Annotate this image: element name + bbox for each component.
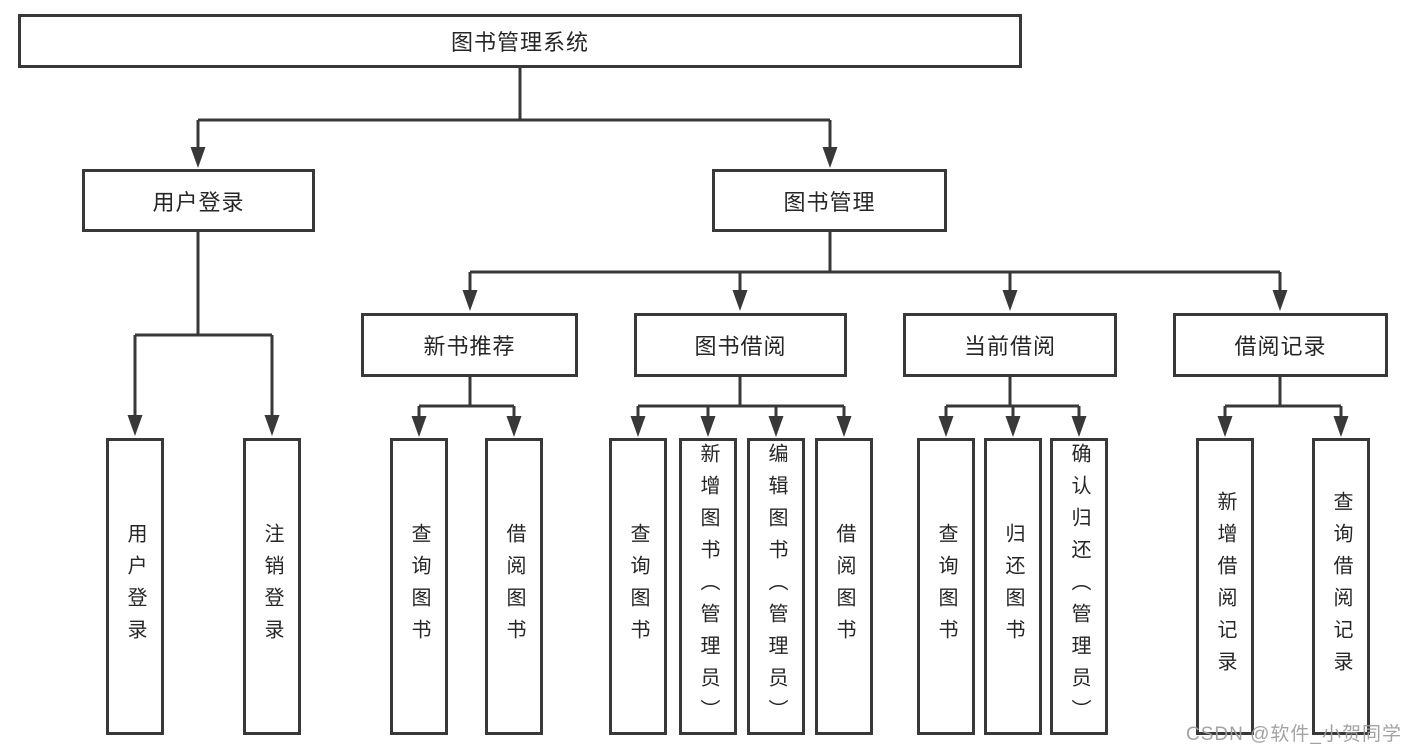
node-label: 查询图书	[627, 522, 649, 651]
leaf-logout: 注销登录	[243, 438, 301, 735]
arrow-down-icon	[768, 416, 784, 437]
leaf-query-books-borrow: 查询图书	[609, 438, 667, 735]
leaf-add-borrow-record: 新增借阅记录	[1196, 438, 1254, 735]
leaf-add-books-admin: 新增图书（管理员）	[679, 438, 737, 735]
node-label: 图书管理系统	[450, 30, 589, 55]
arrow-down-icon	[1005, 416, 1021, 437]
leaf-edit-books-admin: 编辑图书（管理员）	[747, 438, 805, 735]
arrow-down-icon	[938, 416, 954, 437]
node-new-book-recommend: 新书推荐	[361, 313, 578, 377]
arrow-down-icon	[462, 290, 478, 311]
leaf-borrow-books: 借阅图书	[815, 438, 873, 735]
node-label: 新书推荐	[423, 334, 516, 359]
arrow-down-icon	[506, 416, 522, 437]
leaf-query-books-recommend: 查询图书	[390, 438, 448, 735]
node-label: 归还图书	[1002, 522, 1024, 651]
arrow-down-icon	[127, 415, 143, 436]
leaf-user-login: 用户登录	[106, 438, 164, 735]
node-label: 用户登录	[124, 522, 146, 651]
node-user-login-branch: 用户登录	[82, 169, 315, 232]
node-label: 用户登录	[152, 189, 245, 215]
node-label: 编辑图书（管理员）	[765, 442, 787, 731]
arrow-down-icon	[1071, 416, 1087, 437]
node-label: 借阅图书	[503, 522, 525, 651]
node-label: 确认归还（管理员）	[1068, 442, 1090, 731]
arrow-down-icon	[700, 416, 716, 437]
arrow-down-icon	[732, 290, 748, 311]
node-book-management-branch: 图书管理	[712, 169, 947, 232]
node-label: 查询图书	[935, 522, 957, 651]
node-label: 当前借阅	[963, 334, 1056, 359]
node-label: 借阅图书	[833, 522, 855, 651]
csdn-watermark: CSDN @软件_小贺同学	[1186, 724, 1402, 745]
arrow-down-icon	[630, 416, 646, 437]
leaf-borrow-books-recommend: 借阅图书	[485, 438, 543, 735]
arrow-down-icon	[1217, 416, 1233, 437]
node-book-borrowing: 图书借阅	[634, 313, 847, 377]
leaf-confirm-return-admin: 确认归还（管理员）	[1050, 438, 1108, 735]
node-root-system: 图书管理系统	[18, 14, 1022, 68]
node-label: 图书借阅	[694, 334, 787, 359]
node-label: 注销登录	[261, 522, 283, 651]
node-label: 图书管理	[783, 189, 876, 215]
arrow-down-icon	[1272, 290, 1288, 311]
node-label: 查询借阅记录	[1330, 490, 1352, 683]
node-borrowing-records: 借阅记录	[1173, 313, 1388, 377]
leaf-query-books-current: 查询图书	[917, 438, 975, 735]
arrow-down-icon	[836, 416, 852, 437]
arrow-down-icon	[264, 415, 280, 436]
node-label: 借阅记录	[1234, 334, 1327, 359]
arrow-down-icon	[822, 147, 838, 168]
leaf-query-borrow-record: 查询借阅记录	[1312, 438, 1370, 735]
arrow-down-icon	[1333, 416, 1349, 437]
arrow-down-icon	[411, 416, 427, 437]
arrow-down-icon	[1002, 290, 1018, 311]
arrow-down-icon	[190, 147, 206, 168]
node-label: 查询图书	[408, 522, 430, 651]
node-label: 新增借阅记录	[1214, 490, 1236, 683]
leaf-return-books: 归还图书	[984, 438, 1042, 735]
node-label: 新增图书（管理员）	[697, 442, 719, 731]
node-current-borrowing: 当前借阅	[903, 313, 1117, 377]
